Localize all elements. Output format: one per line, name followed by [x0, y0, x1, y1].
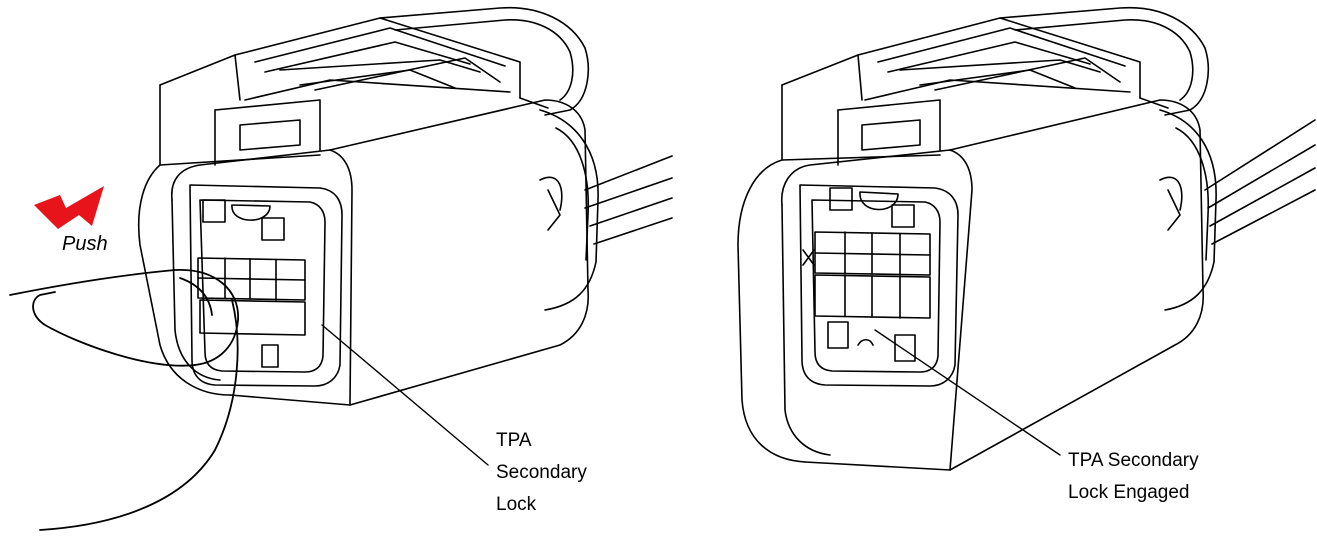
housing-left	[137, 84, 590, 406]
connector-face-left	[189, 184, 343, 387]
callout-label-left: TPA Secondary Lock	[496, 430, 592, 515]
finger-icon	[9, 269, 239, 531]
connector-face-right	[799, 184, 959, 387]
callout-label-right: TPA Secondary Lock Engaged	[1068, 450, 1204, 503]
callout-line-2: Lock Engaged	[1068, 482, 1190, 503]
push-arrow-icon	[34, 186, 104, 229]
connector-right: TPA Secondary Lock Engaged	[737, 6, 1316, 503]
housing-right	[737, 84, 1205, 471]
wire-bundle-left	[584, 155, 673, 245]
callout-line-1: TPA Secondary	[1068, 450, 1199, 471]
wire-bundle-right	[1204, 119, 1316, 245]
callout-line-2: Secondary	[496, 462, 587, 483]
callout-leader-right	[874, 329, 1061, 456]
latch-left	[159, 6, 590, 116]
callout-leader-left	[321, 324, 489, 466]
push-label: Push	[62, 233, 108, 255]
rear-seal-right	[1159, 109, 1217, 311]
connector-left: Push TPA Secondary Lock	[9, 6, 673, 531]
rear-seal-left	[539, 109, 599, 311]
callout-line-1: TPA	[496, 430, 532, 451]
latch-right	[781, 6, 1210, 116]
callout-line-3: Lock	[496, 494, 537, 515]
